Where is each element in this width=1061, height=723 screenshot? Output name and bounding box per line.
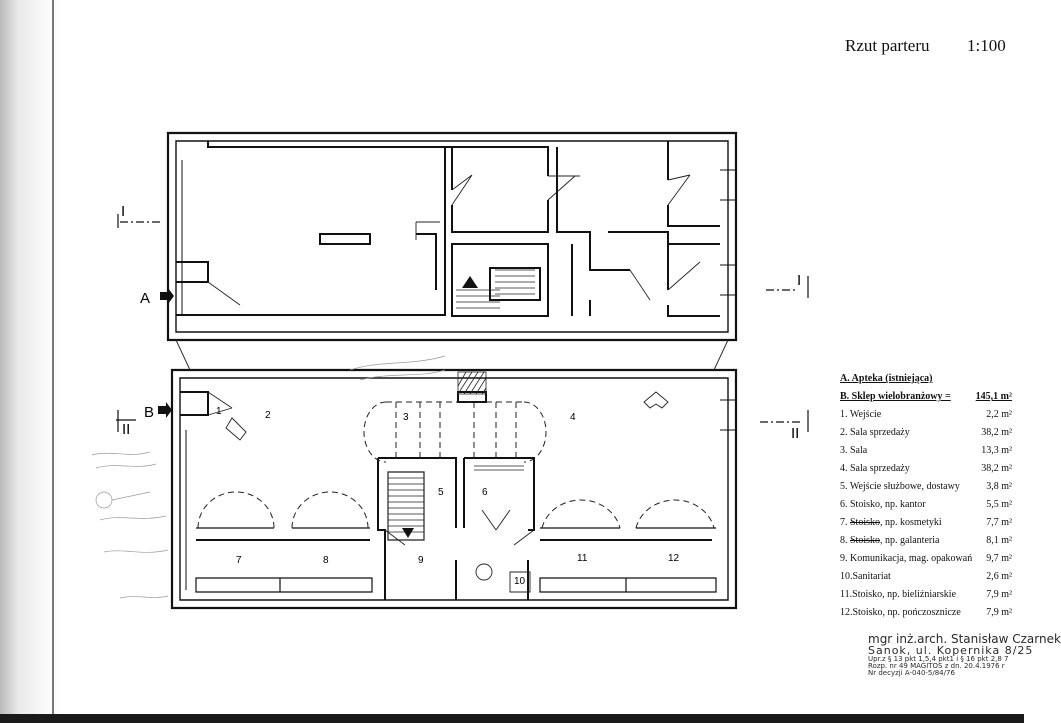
entrance-b-arrow <box>158 402 172 418</box>
room-2-label: 2 <box>265 410 271 421</box>
legend-section-a: A. Apteka (istniejąca) <box>840 373 933 384</box>
lower-door-swings <box>207 391 669 593</box>
legend-row-value: 3,8 m² <box>986 481 1012 492</box>
room-9-label: 9 <box>418 555 424 566</box>
legend-row: 8. Stoisko, np. galanteria 8,1 m² <box>840 536 1012 550</box>
stamp-decision: Nr decyzji A-040-5/84/76 <box>868 669 955 677</box>
section-i-left-label: I <box>121 203 125 220</box>
legend-row-value: 9,7 m² <box>986 553 1012 564</box>
stamp-license: Upr.z § 13 pkt 1,5,4 pkt1 i § 16 pkt 2,8… <box>868 655 1009 663</box>
legend-row-label: 4. Sala sprzedaży <box>840 463 910 474</box>
room-5-label: 5 <box>438 487 444 498</box>
legend-row: 9. Komunikacja, mag. opakowań 9,7 m² <box>840 554 1012 568</box>
stamp-regulation: Rozp. nr 49 MAGITOS z dn. 20.4.1976 r <box>868 662 1005 670</box>
legend-row: 10.Sanitariat 2,6 m² <box>840 572 1012 586</box>
legend-row-label: 8. Stoisko, np. galanteria <box>840 535 940 546</box>
legend-row: 6. Stoisko, np. kantor 5,5 m² <box>840 500 1012 514</box>
section-ii-left-label: II <box>122 421 130 438</box>
lower-arches <box>197 401 715 529</box>
lower-stairs <box>387 465 524 541</box>
struck-word: Stoisko <box>850 517 881 528</box>
lower-interior-walls <box>180 391 712 600</box>
lower-counters <box>195 527 717 593</box>
struck-word: Stoisko <box>850 535 881 546</box>
legend-row-label: 7. Stoisko, np. kosmetyki <box>840 517 942 528</box>
binding-shadow <box>0 0 62 723</box>
lower-windows <box>179 399 736 590</box>
legend-row-label: 1. Wejście <box>840 409 882 420</box>
section-ii-right-label: II <box>791 425 799 442</box>
legend-row: 2. Sala sprzedaży 38,2 m² <box>840 428 1012 442</box>
room-3-label: 3 <box>403 412 409 423</box>
legend-row-value: 7,9 m² <box>986 589 1012 600</box>
legend-row-value: 38,2 m² <box>981 463 1012 474</box>
upper-windows <box>175 160 736 315</box>
entry-hatch <box>457 371 487 395</box>
section-i-right-label: I <box>797 272 801 289</box>
legend-row: 11.Stoisko, np. bieliźniarskie 7,9 m² <box>840 590 1012 604</box>
legend-row-value: 5,5 m² <box>986 499 1012 510</box>
room-12-label: 12 <box>668 553 680 564</box>
room-7-label: 7 <box>236 555 242 566</box>
legend-row: 4. Sala sprzedaży 38,2 m² <box>840 464 1012 478</box>
legend-section-b: B. Sklep wielobranżowy = <box>840 391 951 402</box>
architect-stamp: mgr inż.arch. Stanisław Czarnek Sanok, u… <box>868 632 1061 677</box>
pencil-annotations <box>91 355 446 599</box>
legend-row: 7. Stoisko, np. kosmetyki 7,7 m² <box>840 518 1012 532</box>
room-4-label: 4 <box>570 412 576 423</box>
scan-bottom-edge <box>0 714 1024 723</box>
legend-row-label: 12.Stoisko, np. pończosznicze <box>840 607 961 618</box>
lower-block-outline <box>170 368 738 610</box>
drawing-scale: 1:100 <box>967 36 1006 55</box>
legend-row-label: 10.Sanitariat <box>840 571 891 582</box>
legend-row-value: 2,2 m² <box>986 409 1012 420</box>
entrance-arrows <box>158 276 478 538</box>
room-8-label: 8 <box>323 555 329 566</box>
legend-row: 5. Wejście służbowe, dostawy 3,8 m² <box>840 482 1012 496</box>
legend-row-label: 2. Sala sprzedaży <box>840 427 910 438</box>
upper-stair-hatch <box>456 269 535 309</box>
section-lines <box>116 214 809 432</box>
legend-row-label: 11.Stoisko, np. bieliźniarskie <box>840 589 957 600</box>
entrance-b-label: B <box>144 404 154 421</box>
legend-row-value: 13,3 m² <box>981 445 1012 456</box>
legend-row-value: 2,6 m² <box>986 571 1012 582</box>
drawing-title: Rzut parteru <box>845 36 930 55</box>
legend-row-value: 38,2 m² <box>981 427 1012 438</box>
legend-row: 1. Wejście 2,2 m² <box>840 410 1012 424</box>
legend-row-value: 7,9 m² <box>986 607 1012 618</box>
legend-row-label: 6. Stoisko, np. kantor <box>840 499 926 510</box>
upper-door-swings <box>175 174 729 371</box>
legend-row: 12.Stoisko, np. pończosznicze 7,9 m² <box>840 608 1012 622</box>
stamp-address: Sanok, ul. Kopernika 8/25 <box>868 644 1034 657</box>
binding-edge-line <box>52 0 54 723</box>
upper-interior-walls <box>176 141 720 317</box>
legend-row-value: 8,1 m² <box>986 535 1012 546</box>
stamp-name: mgr inż.arch. Stanisław Czarnek <box>868 632 1061 646</box>
room-1-label: 1 <box>216 406 222 417</box>
legend-row-label: 5. Wejście służbowe, dostawy <box>840 481 960 492</box>
room-6-label: 6 <box>482 487 488 498</box>
entrance-a-label: A <box>140 290 150 307</box>
upper-block-outline <box>166 131 738 342</box>
legend-row-label: 9. Komunikacja, mag. opakowań <box>840 553 973 564</box>
entrance-a-arrow <box>160 288 174 304</box>
room-11-label: 11 <box>577 553 588 564</box>
legend-section-b-area: 145,1 m² <box>975 391 1012 402</box>
legend-row-label: 3. Sala <box>840 445 868 456</box>
room-10-label: 10 <box>514 576 526 587</box>
legend-row: 3. Sala 13,3 m² <box>840 446 1012 460</box>
floor-plan: A B I I II II 1 2 3 4 5 6 7 8 9 10 11 12 <box>91 131 809 610</box>
legend-row-value: 7,7 m² <box>986 517 1012 528</box>
